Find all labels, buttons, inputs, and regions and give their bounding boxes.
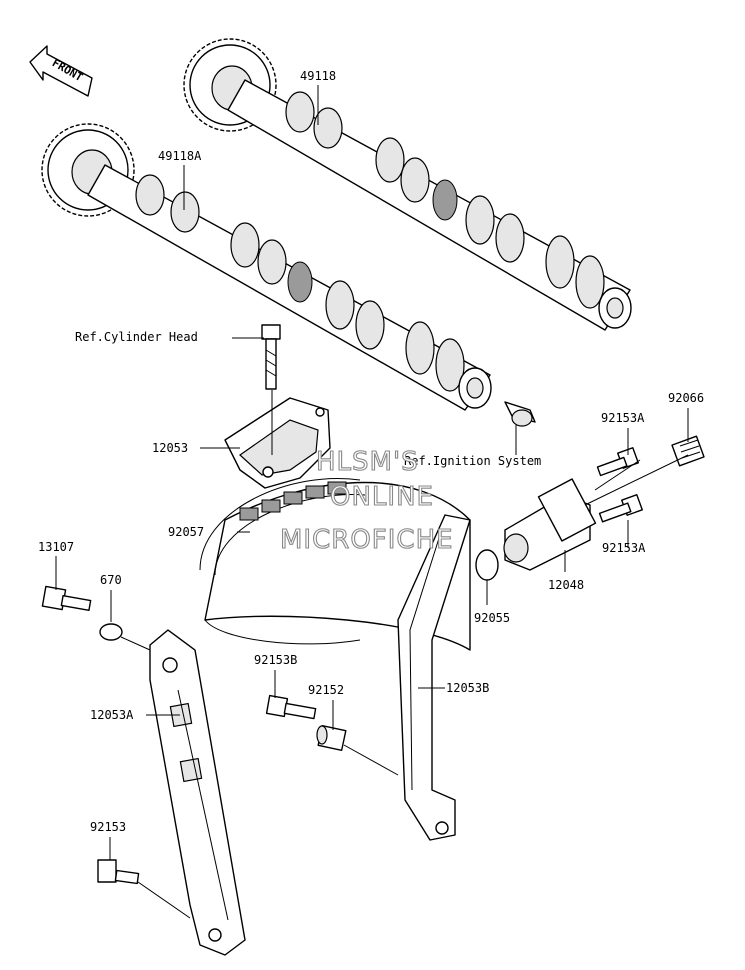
label-12053b: 12053B: [446, 681, 489, 695]
label-92057: 92057: [168, 525, 204, 539]
bolt-92153[interactable]: [97, 859, 140, 885]
label-ref-cylinder-head: Ref.Cylinder Head: [75, 330, 198, 344]
bolt-92153a-top[interactable]: [596, 447, 639, 477]
o-ring-92055[interactable]: [475, 549, 499, 581]
label-49118a: 49118A: [158, 149, 202, 163]
chain-guide-12053b[interactable]: [397, 514, 471, 841]
watermark: HLSM'S ONLINE MICROFICHE: [279, 446, 454, 555]
label-92066: 92066: [668, 391, 704, 405]
camshaft-49118[interactable]: [183, 38, 632, 331]
front-arrow-icon: FRONT: [29, 45, 93, 97]
watermark-line-3: MICROFICHE: [280, 525, 454, 555]
chain-guide-12053a[interactable]: [149, 629, 246, 956]
leader-lines: [55, 85, 689, 919]
chain-links: [239, 481, 347, 521]
bolt-92153b[interactable]: [265, 694, 317, 720]
label-12053a: 12053A: [90, 708, 134, 722]
label-49118: 49118: [300, 69, 336, 83]
label-12053: 12053: [152, 441, 188, 455]
label-92055: 92055: [474, 611, 510, 625]
bolt-13107[interactable]: [41, 585, 92, 612]
camshaft-49118a[interactable]: [41, 123, 492, 411]
chain-tensioner-12048[interactable]: [503, 478, 597, 571]
label-92153: 92153: [90, 820, 126, 834]
bolt-92153a-bottom[interactable]: [598, 494, 643, 523]
o-ring-670[interactable]: [99, 623, 123, 641]
watermark-line-1: HLSM'S: [316, 447, 419, 477]
label-ref-ignition-system: Ref.Ignition System: [404, 454, 541, 468]
cylinder-head-bolt[interactable]: [261, 324, 281, 390]
chain-guide-12053[interactable]: [224, 397, 331, 489]
label-670: 670: [100, 573, 122, 587]
watermark-line-2: ONLINE: [330, 482, 434, 512]
part-labels: 49118 49118A Ref.Cylinder Head 12053 Ref…: [38, 69, 704, 834]
label-92152: 92152: [308, 683, 344, 697]
label-92153a-bottom: 92153A: [602, 541, 646, 555]
cam-end-cap[interactable]: [504, 401, 536, 427]
label-13107: 13107: [38, 540, 74, 554]
label-92153b: 92153B: [254, 653, 297, 667]
label-92153a-top: 92153A: [601, 411, 645, 425]
collar-92152[interactable]: [316, 725, 347, 751]
label-12048: 12048: [548, 578, 584, 592]
